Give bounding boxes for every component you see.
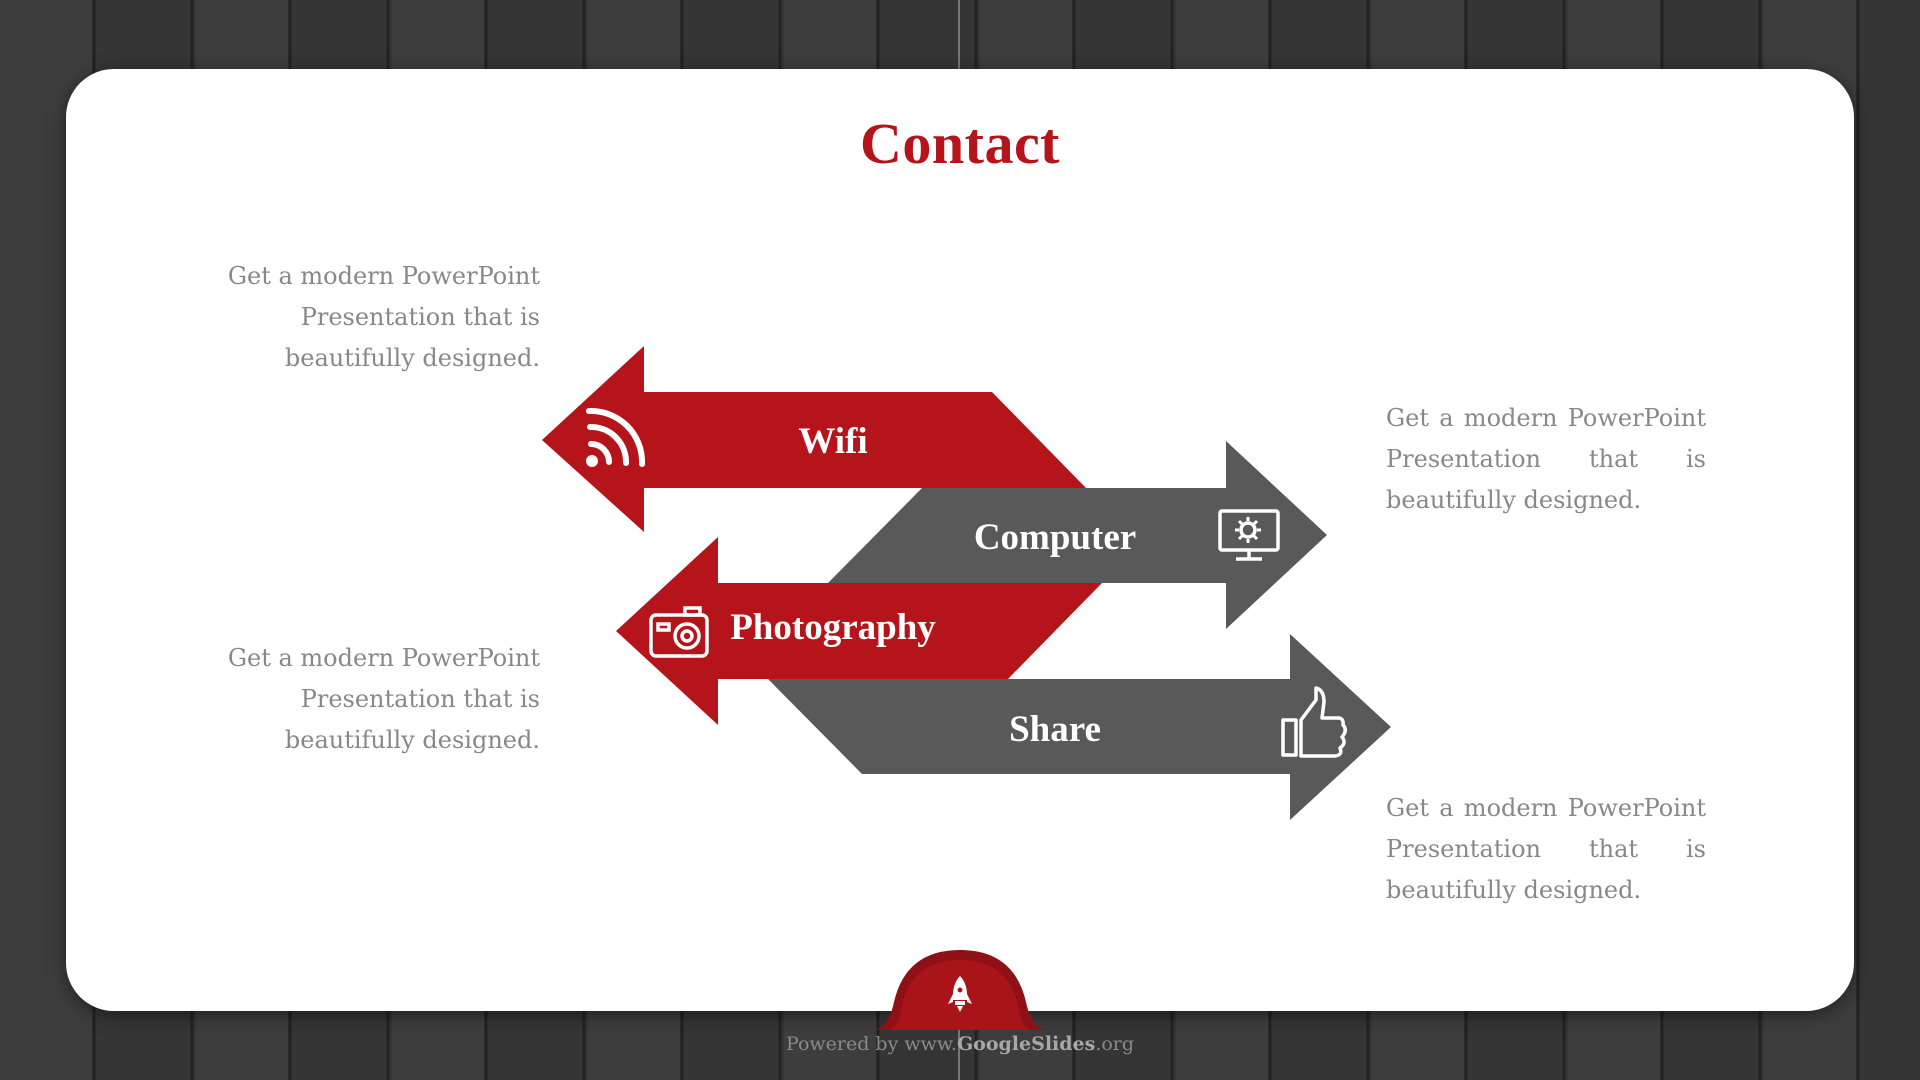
footer-badge xyxy=(858,950,1062,1030)
slide-title: Contact xyxy=(859,111,1060,176)
arrow-wifi-label: Wifi xyxy=(798,421,867,462)
monitor-gear-icon xyxy=(1218,509,1280,561)
thumbs-up-icon xyxy=(1281,686,1347,758)
footer-prefix: Powered by www. xyxy=(785,1033,957,1055)
camera-icon xyxy=(649,606,709,658)
footer-brand: GoogleSlides xyxy=(956,1033,1096,1055)
arrow-share-shape xyxy=(768,634,1391,820)
arrow-photography-label: Photography xyxy=(730,607,936,648)
description-bottom-left: Get a modern PowerPoint Presentation tha… xyxy=(227,644,540,754)
arrow-wifi-shape xyxy=(542,346,1086,532)
description-top-right: Get a modern PowerPoint Presentation tha… xyxy=(1386,404,1706,514)
arrow-share: Share xyxy=(768,634,1391,820)
arrow-photography-shape xyxy=(616,537,1102,725)
arrow-photography: Photography xyxy=(616,537,1102,725)
arrow-wifi: Wifi xyxy=(542,346,1086,532)
rocket-icon xyxy=(948,976,972,1012)
arrow-computer-label: Computer xyxy=(974,517,1136,558)
footer-suffix: .org xyxy=(1095,1033,1135,1055)
description-top-left: Get a modern PowerPoint Presentation tha… xyxy=(227,262,540,372)
footer-credit: Powered by www.GoogleSlides.org xyxy=(0,1033,1920,1055)
arrow-share-label: Share xyxy=(1009,709,1101,750)
wifi-icon xyxy=(586,407,646,467)
description-bottom-right: Get a modern PowerPoint Presentation tha… xyxy=(1386,794,1706,904)
